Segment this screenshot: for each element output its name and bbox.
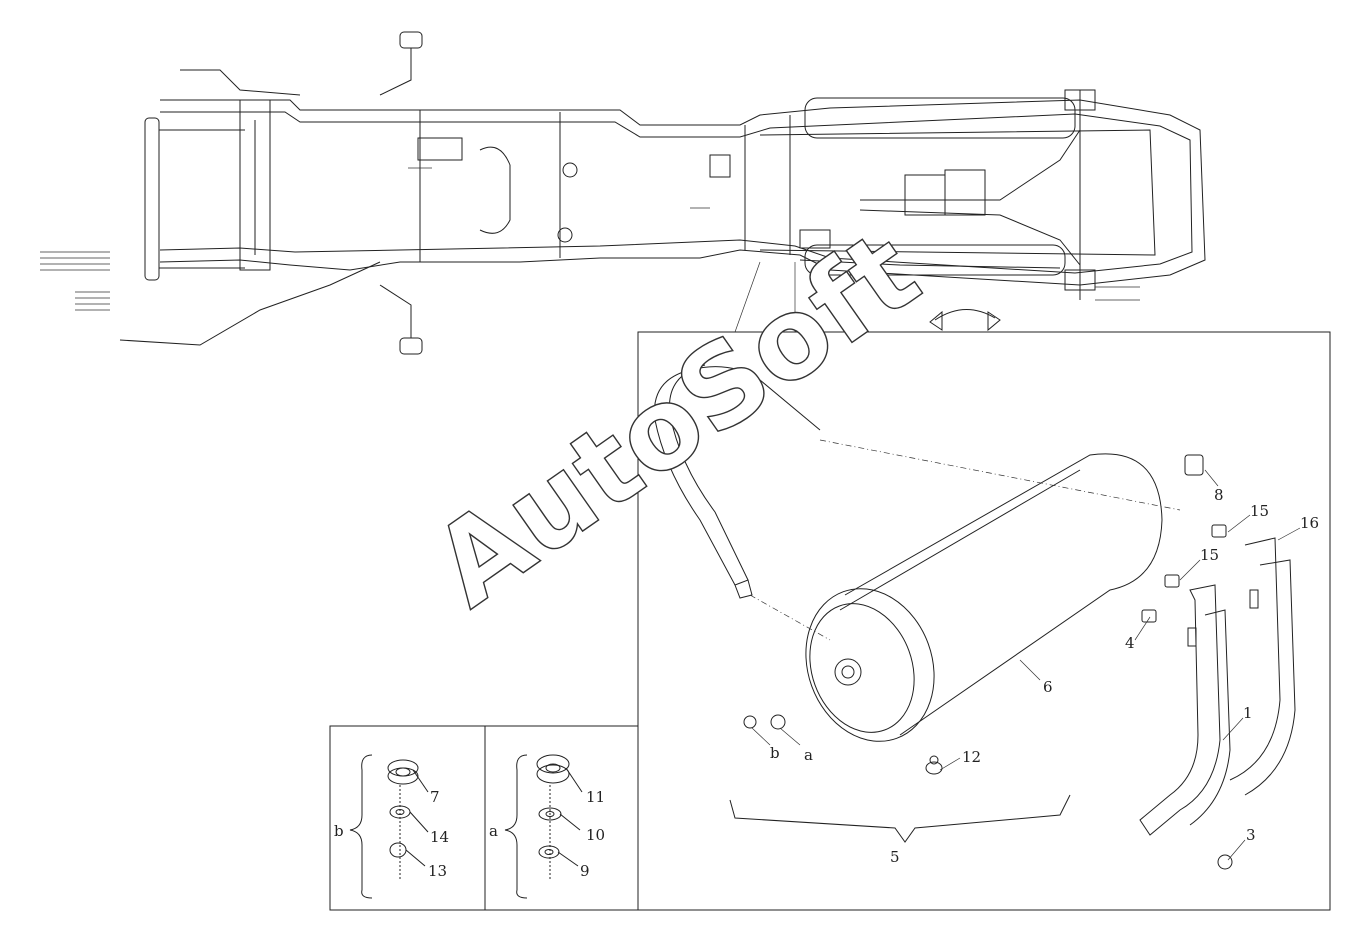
rotate-arrow-icon [929, 309, 1001, 332]
callout-1: 1 [1243, 704, 1253, 722]
hardware-set-b [349, 754, 429, 899]
leader-lines [751, 469, 1301, 861]
detail-frame-main [637, 331, 1331, 911]
callout-7: 7 [430, 788, 440, 806]
chassis-frame [119, 31, 1206, 355]
assembly-bracket-5 [729, 794, 1071, 843]
callout-4: 4 [1125, 634, 1135, 652]
detail-frame-b [329, 725, 486, 911]
callout-15-lower: 15 [1200, 546, 1219, 564]
mounting-brackets [1139, 537, 1296, 836]
chassis-labels [40, 167, 1140, 311]
callout-10: 10 [586, 826, 605, 844]
air-tank [805, 453, 1163, 742]
callout-a-main: a [804, 746, 813, 764]
callout-9: 9 [580, 862, 590, 880]
centerline [749, 439, 1181, 641]
callout-3: 3 [1246, 826, 1256, 844]
detail-frame-a [484, 725, 639, 911]
callout-labels: 8 15 16 15 4 1 6 12 3 5 b a b 7 14 13 a … [334, 486, 1319, 880]
callout-6: 6 [1043, 678, 1053, 696]
watermark-text: AutoSoft [411, 206, 942, 632]
zoom-leader-lines [734, 261, 796, 333]
callout-16: 16 [1300, 514, 1319, 532]
callout-8: 8 [1214, 486, 1224, 504]
fittings [743, 454, 1233, 870]
air-hose [653, 364, 821, 599]
callout-5: 5 [890, 848, 900, 866]
callout-14: 14 [430, 828, 449, 846]
callout-b-main: b [770, 744, 780, 762]
group-label-a: a [489, 822, 498, 840]
group-label-b: b [334, 822, 344, 840]
callout-15-upper: 15 [1250, 502, 1269, 520]
callout-11: 11 [586, 788, 605, 806]
callout-12: 12 [962, 748, 981, 766]
hardware-set-a [504, 754, 583, 899]
callout-13: 13 [428, 862, 447, 880]
